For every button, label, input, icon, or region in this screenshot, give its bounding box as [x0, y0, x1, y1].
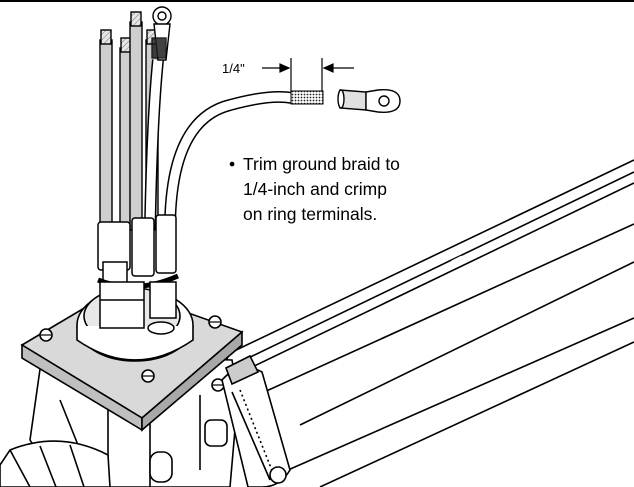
ring-terminal — [337, 89, 401, 113]
instruction-bullet: • — [229, 154, 235, 174]
hose-clamp — [221, 354, 291, 487]
ground-braid — [290, 90, 324, 105]
dimension-callout — [262, 58, 354, 92]
heater-tube — [225, 159, 634, 487]
coupling — [0, 440, 111, 487]
instruction-line-3: on ring terminals. — [243, 204, 377, 224]
ground-wire — [164, 90, 324, 231]
dimension-label: 1/4" — [222, 61, 245, 76]
wire-sleeves — [97, 214, 180, 335]
instruction-line-2: 1/4-inch and crimp — [243, 179, 387, 199]
instruction-line-1: Trim ground braid to — [243, 154, 400, 174]
lead-wires — [99, 6, 172, 231]
